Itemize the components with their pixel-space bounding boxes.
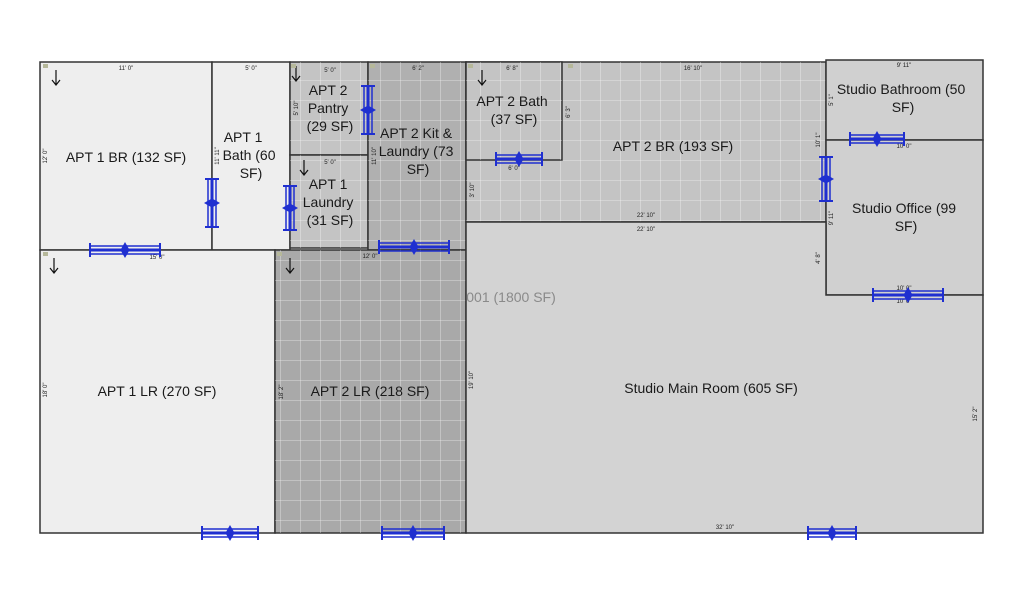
dimension-label: 10' 0" xyxy=(897,286,912,292)
dimension-label: 5' 1" xyxy=(829,94,835,106)
room-fill xyxy=(39,61,213,251)
room-apt1-lr[interactable]: APT 1 LR (270 SF) xyxy=(39,249,276,534)
room-apt1-bath[interactable]: APT 1 Bath (60 SF) xyxy=(211,61,291,251)
dimension-label: 6' 8" xyxy=(506,66,518,72)
marker-icon xyxy=(299,160,309,176)
room-apt1-laundry[interactable]: APT 1 Laundry (31 SF) xyxy=(289,154,369,249)
door-markers xyxy=(89,85,944,541)
door-icon[interactable] xyxy=(872,287,944,303)
room-studio-bathroom[interactable]: Studio Bathroom (50 SF) xyxy=(825,59,984,141)
dimension-label: 6' 3" xyxy=(566,106,572,118)
room-studio-office[interactable]: Studio Office (99 SF) xyxy=(825,139,984,296)
door-icon[interactable] xyxy=(495,151,543,167)
room-apt2-lr[interactable]: APT 2 LR (218 SF) xyxy=(274,249,467,534)
door-icon[interactable] xyxy=(381,525,445,541)
room-label: Studio Office (99 SF) xyxy=(852,200,960,234)
door-icon[interactable] xyxy=(282,185,298,231)
room-apt2-pantry[interactable]: APT 2 Pantry (29 SF) xyxy=(289,61,369,156)
room-fill xyxy=(465,221,984,534)
room-label: APT 2 Pantry (29 SF) xyxy=(307,82,354,134)
room-label: APT 2 LR (218 SF) xyxy=(311,383,430,399)
room-apt2-bath[interactable]: APT 2 Bath (37 SF) xyxy=(465,61,563,161)
room-label: APT 1 LR (270 SF) xyxy=(98,383,217,399)
marker-icon xyxy=(468,64,487,86)
room-label: APT 1 BR (132 SF) xyxy=(66,149,186,165)
marker-icon xyxy=(370,64,375,68)
dimension-label: 9' 11" xyxy=(897,63,912,69)
tile-pattern xyxy=(290,62,368,155)
dimension-label: 11' 10" xyxy=(372,147,378,165)
marker-icon xyxy=(43,64,61,86)
dimension-label: 19' 10" xyxy=(469,371,475,389)
room-markers xyxy=(43,64,573,274)
room-label: Studio Main Room (605 SF) xyxy=(624,380,798,396)
dimension-label: 22' 10" xyxy=(637,213,655,219)
room-label: Studio Bathroom (50 SF) xyxy=(837,81,969,115)
door-icon[interactable] xyxy=(849,131,905,147)
zone-label: 001 (1800 SF) xyxy=(466,289,556,305)
dimension-label: 6' 2" xyxy=(412,66,424,72)
room-fill xyxy=(825,59,984,141)
room-fill xyxy=(211,61,291,251)
door-icon[interactable] xyxy=(378,239,450,255)
room-fill xyxy=(39,249,276,534)
dimension-label: 18' 0" xyxy=(43,383,49,398)
dimension-label: 15' 2" xyxy=(973,407,979,422)
door-icon[interactable] xyxy=(818,156,834,202)
tile-pattern xyxy=(290,155,368,248)
room-label: APT 2 Bath (37 SF) xyxy=(476,93,551,127)
door-icon[interactable] xyxy=(204,178,220,228)
dimension-labels: 11' 0" 5' 0" 5' 0" 6' 2" 6' 8" 16' 10" 9… xyxy=(43,63,979,531)
dimension-label: 4' 8" xyxy=(816,252,822,264)
dimension-label: 10' 1" xyxy=(816,133,822,148)
dimension-label: 15' 0" xyxy=(150,255,165,261)
room-label: APT 1 Laundry (31 SF) xyxy=(303,176,357,228)
dimension-label: 5' 0" xyxy=(324,160,336,166)
room-label: APT 1 Bath (60 SF) xyxy=(223,129,280,181)
dimension-label: 6' 0" xyxy=(508,166,520,172)
dimension-label: 12' 0" xyxy=(363,254,378,260)
door-icon[interactable] xyxy=(89,242,161,258)
dimension-label: 9' 11" xyxy=(829,211,835,226)
room-label: APT 2 Kit & Laundry (73 SF) xyxy=(379,125,458,177)
tile-pattern xyxy=(275,250,466,533)
room-apt1-br[interactable]: APT 1 BR (132 SF) xyxy=(39,61,213,251)
door-icon[interactable] xyxy=(201,525,259,541)
marker-icon xyxy=(568,64,573,68)
room-apt2-kit[interactable]: APT 2 Kit & Laundry (73 SF) xyxy=(367,61,467,251)
dimension-label: 12' 0" xyxy=(43,149,49,164)
dimension-label: 32' 10" xyxy=(716,525,734,531)
door-icon[interactable] xyxy=(360,85,376,135)
marker-icon xyxy=(43,252,59,274)
dimension-label: 5' 0" xyxy=(245,66,257,72)
dimension-label: 18' 2" xyxy=(279,385,285,400)
tile-pattern xyxy=(368,62,466,250)
dimension-label: 10' 0" xyxy=(897,144,912,150)
door-icon[interactable] xyxy=(807,525,857,541)
room-studio-main[interactable]: Studio Main Room (605 SF) xyxy=(465,221,984,534)
dimension-label: 22' 10" xyxy=(637,227,655,233)
dimension-label: 10' 0" xyxy=(897,299,912,305)
room-label: APT 2 BR (193 SF) xyxy=(613,138,733,154)
dimension-label: 11' 11" xyxy=(215,147,221,164)
marker-icon xyxy=(277,252,295,274)
room-fill xyxy=(825,139,984,296)
dimension-label: 3' 10" xyxy=(470,183,476,198)
marker-icon xyxy=(291,64,301,82)
dimension-label: 5' 10" xyxy=(294,101,300,116)
dimension-label: 5' 0" xyxy=(324,68,336,74)
dimension-label: 11' 0" xyxy=(119,66,134,72)
dimension-label: 16' 10" xyxy=(684,66,702,72)
